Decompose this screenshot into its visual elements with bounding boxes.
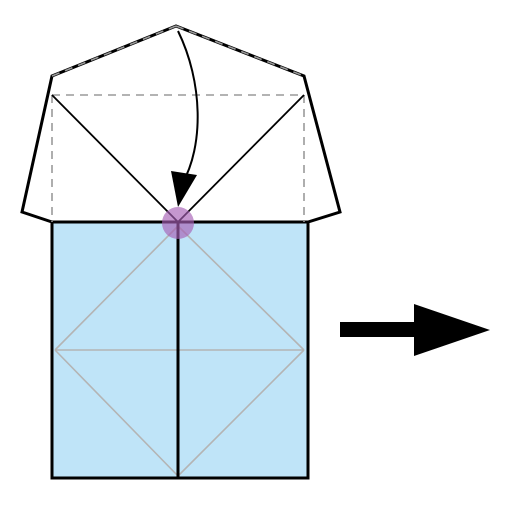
curved-fold-arrow-icon <box>177 30 199 185</box>
fold-lines <box>51 94 305 223</box>
target-point-icon <box>162 207 194 239</box>
white-top-flap <box>20 24 342 224</box>
crease-diamond-bottom-left <box>54 349 179 477</box>
fold-line-left <box>51 94 179 223</box>
next-step-arrow-icon <box>414 304 490 356</box>
crease-diamond-bottom-right <box>177 349 305 477</box>
hidden-edge-upper-right <box>175 25 305 77</box>
crease-diamond-top-right <box>177 225 305 351</box>
crease-diamond-top-left <box>54 225 179 351</box>
fold-line-right <box>177 94 305 223</box>
blue-square-creases <box>54 225 305 477</box>
hidden-edges <box>51 25 305 222</box>
next-step-arrow-shaft <box>340 322 418 337</box>
curved-fold-arrow-head <box>171 171 197 207</box>
